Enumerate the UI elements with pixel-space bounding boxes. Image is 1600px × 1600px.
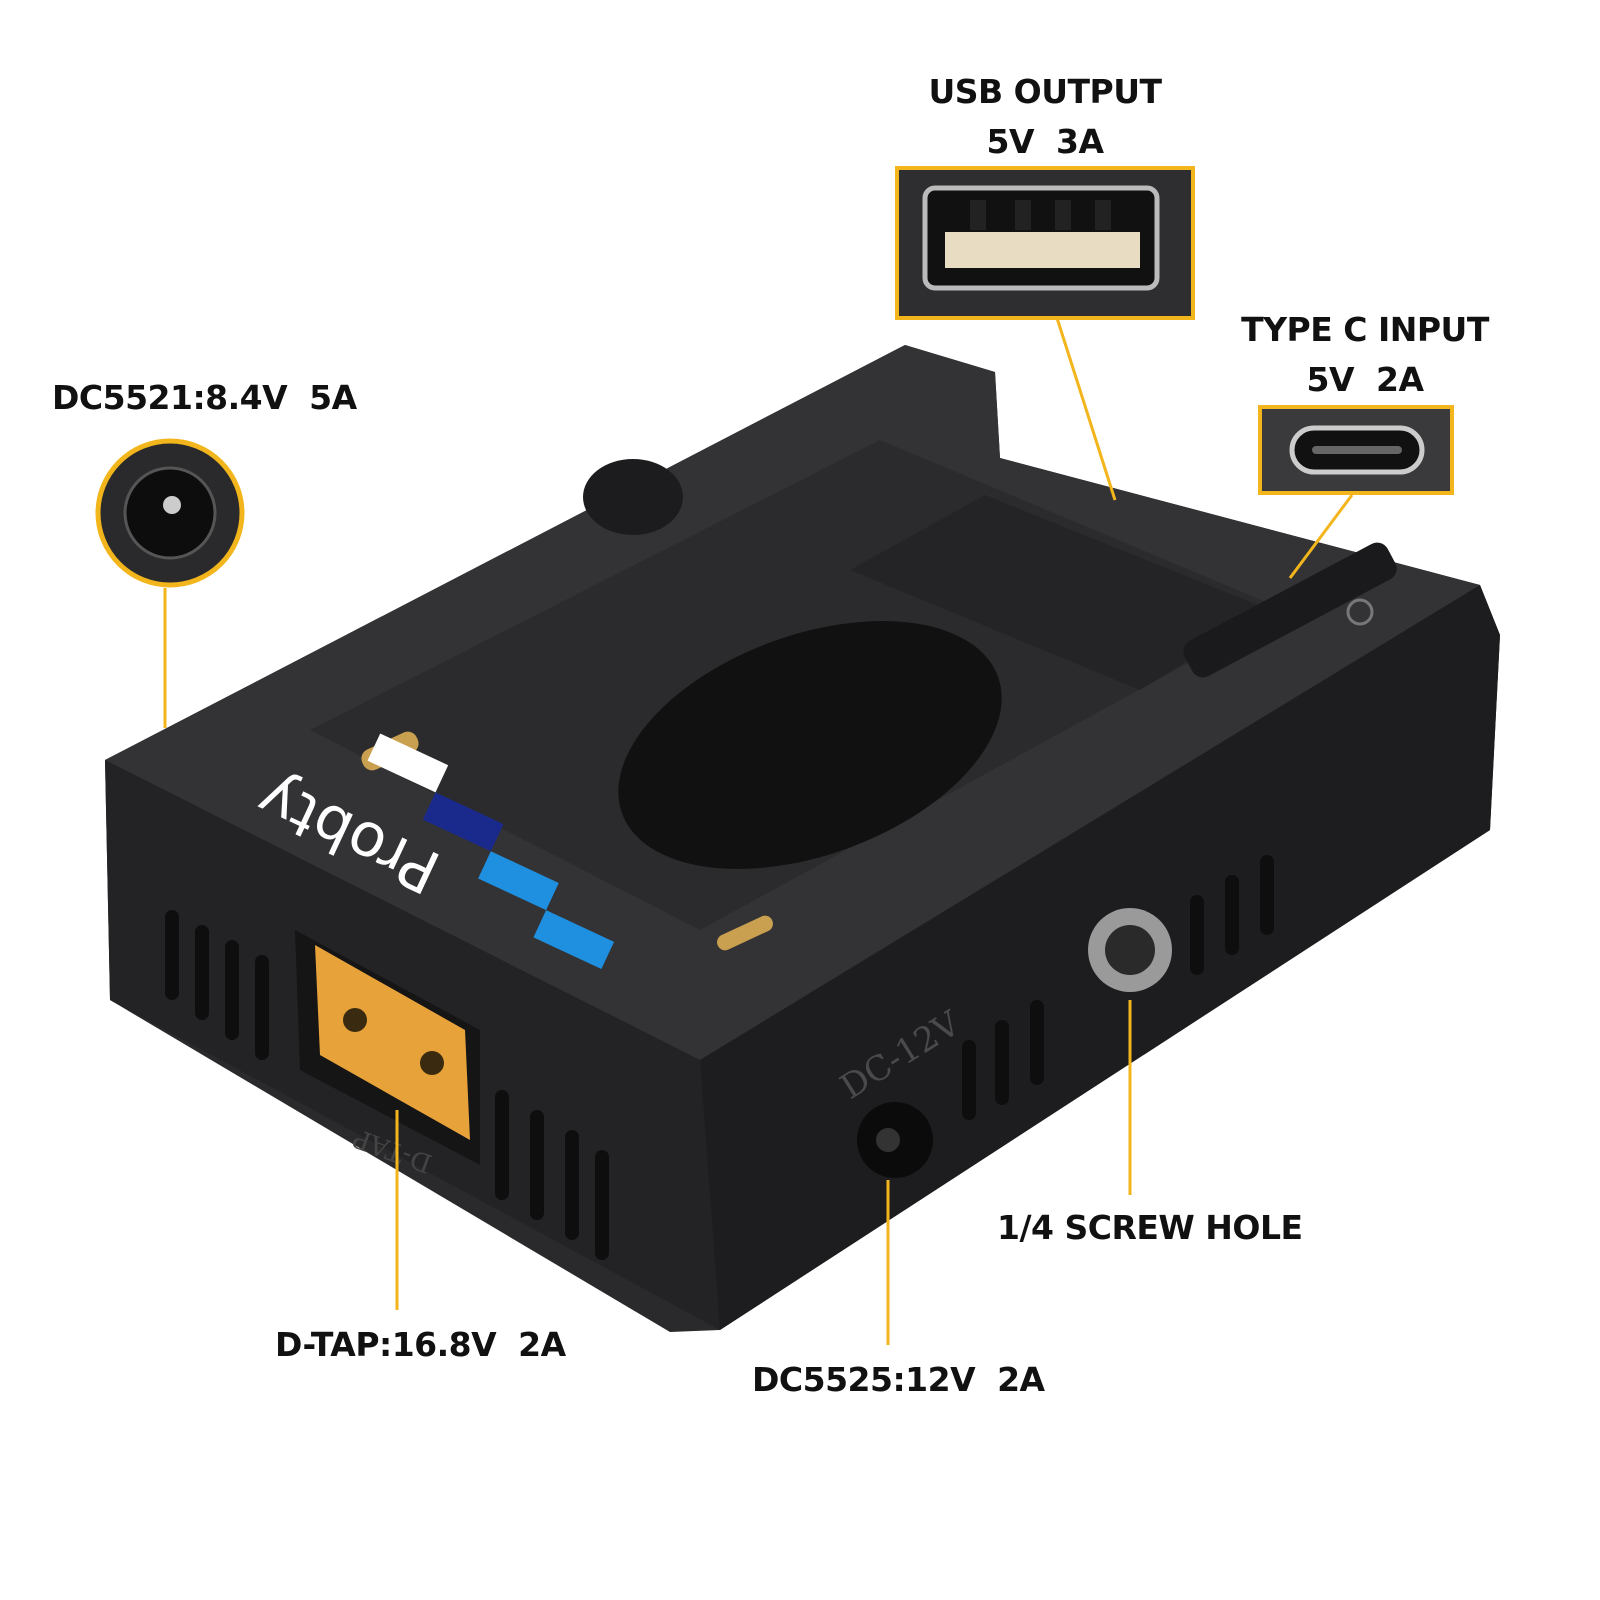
battery-cavity bbox=[618, 621, 1002, 869]
label-sticker bbox=[850, 495, 1270, 690]
type-c-input-title: TYPE C INPUT bbox=[1241, 310, 1489, 349]
usb-output-title: USB OUTPUT bbox=[928, 72, 1162, 111]
battery-contact bbox=[717, 915, 773, 951]
vents-right bbox=[962, 855, 1274, 1120]
callout-lines bbox=[163, 317, 1354, 1345]
d-tap-port bbox=[315, 945, 470, 1140]
usb-output-spec: 5V 3A bbox=[986, 122, 1104, 161]
type-c-input-spec: 5V 2A bbox=[1306, 360, 1424, 399]
screw-hole-label: 1/4 SCREW HOLE bbox=[997, 1208, 1303, 1247]
type-c-input-inset bbox=[1258, 405, 1454, 495]
usb-output-inset bbox=[895, 166, 1195, 320]
d-tap-label: D-TAP:16.8V 2A bbox=[275, 1325, 566, 1364]
power-icon bbox=[1346, 598, 1374, 626]
led-indicator-bar bbox=[1183, 542, 1397, 678]
battery-adapter-body: Probty D-TAP DC-12V bbox=[105, 345, 1500, 1332]
dc5525-label: DC5525:12V 2A bbox=[752, 1360, 1045, 1399]
vents-left bbox=[165, 910, 609, 1260]
dc5521-label: DC5521:8.4V 5A bbox=[52, 378, 357, 417]
dc5521-inset bbox=[95, 438, 245, 588]
release-button bbox=[583, 459, 683, 535]
